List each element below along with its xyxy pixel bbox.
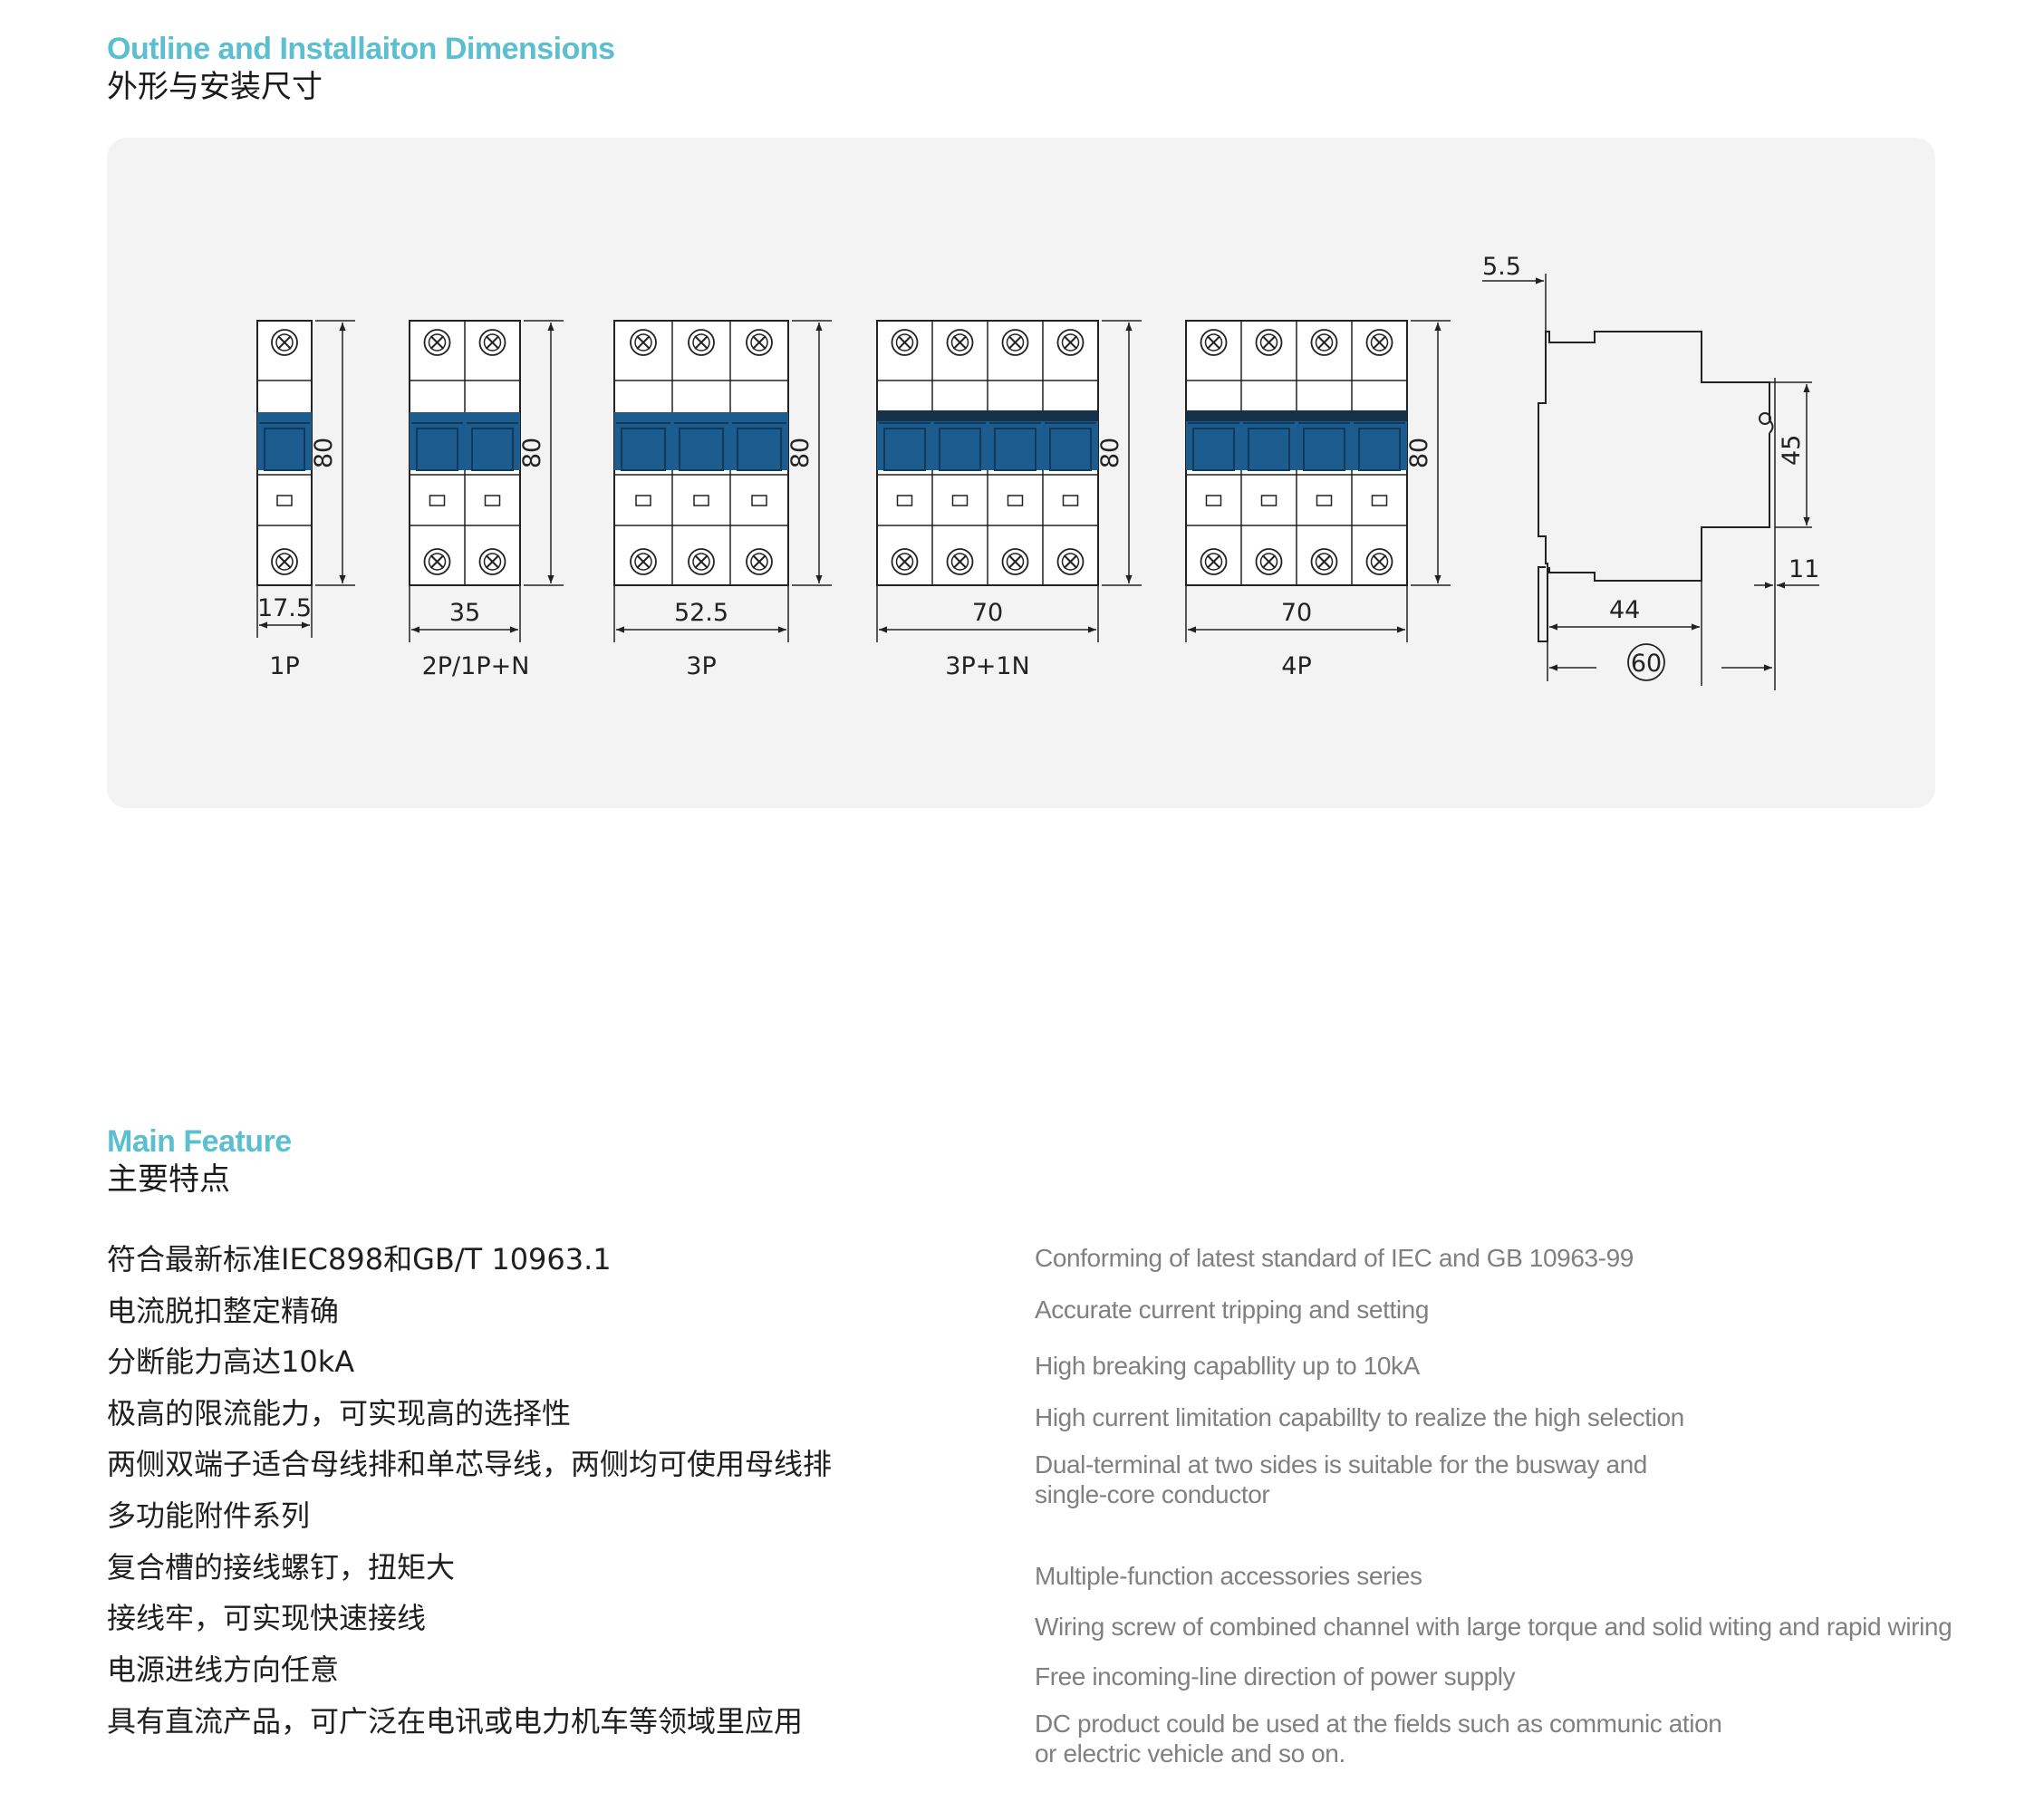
feature-cn-item: 具有直流产品，可广泛在电讯或电力机车等领域里应用: [107, 1704, 804, 1739]
feature-cn-item: 多功能附件系列: [107, 1498, 311, 1533]
width-dimension-label: 52.5: [674, 599, 728, 627]
width-dimension-label: 70: [972, 599, 1003, 627]
pole-type-label: 3P+1N: [945, 652, 1029, 680]
feature-en-item: Free incoming-line direction of power su…: [1035, 1662, 1516, 1691]
pole-type-label: 1P: [269, 652, 299, 680]
features-heading: Main Feature 主要特点: [107, 1123, 292, 1199]
height-dimension-label: 80: [786, 438, 815, 468]
breaker-drawing-1p: 80 17.5 1P: [256, 320, 355, 680]
height-dimension-label: 80: [310, 438, 338, 468]
feature-en-item: High current limitation capabillty to re…: [1035, 1403, 1684, 1431]
height-dimension-label: 80: [1096, 438, 1124, 468]
dimension-drawings-panel: 80 17.5 1P 80 35 2P/1P+N 80 52.5 3P 80 70 3P+1N 80 70…: [107, 138, 1935, 808]
dimension-drawings: 80 17.5 1P 80 35 2P/1P+N 80 52.5 3P 80 70 3P+1N 80 70…: [256, 253, 1819, 690]
width-dimension-label: 70: [1281, 599, 1312, 627]
side-dim-rail-offset: 11: [1788, 555, 1819, 583]
width-dimension-label: 35: [449, 599, 480, 627]
side-dim-top-offset: 5.5: [1482, 253, 1521, 281]
feature-cn-item: 电流脱扣整定精确: [107, 1294, 340, 1328]
feature-cn-item: 接线牢，可实现快速接线: [107, 1601, 427, 1635]
feature-cn-item: 电源进线方向任意: [107, 1652, 340, 1687]
breaker-drawing-3p: 80 52.5 3P: [613, 320, 832, 680]
height-dimension-label: 80: [1405, 438, 1433, 468]
pole-type-label: 3P: [686, 652, 716, 680]
height-dimension-label: 80: [518, 438, 546, 468]
pole-type-label: 2P/1P+N: [422, 652, 530, 680]
feature-en-item: High breaking capabllity up to 10kA: [1035, 1352, 1420, 1380]
feature-en-item: Multiple-function accessories series: [1035, 1562, 1422, 1590]
features-title-cn: 主要特点: [107, 1161, 230, 1198]
feature-en-item: Wiring screw of combined channel with la…: [1035, 1613, 1952, 1641]
side-dim-depth-total: 60: [1631, 650, 1662, 678]
feature-cn-item: 分断能力高达10kA: [107, 1344, 355, 1379]
breaker-drawing-3p-1n: 80 70 3P+1N: [876, 320, 1142, 680]
feature-en-item: DC product could be used at the fields s…: [1035, 1710, 1722, 1768]
side-dim-depth-front: 44: [1609, 596, 1640, 624]
width-dimension-label: 17.5: [257, 594, 312, 622]
pole-type-label: 4P: [1281, 652, 1311, 680]
outline-title-en: Outline and Installaiton Dimensions: [107, 32, 615, 66]
feature-en-item: Dual-terminal at two sides is suitable f…: [1035, 1450, 1647, 1508]
feature-en-item: Accurate current tripping and setting: [1035, 1296, 1430, 1324]
side-view-body: [1545, 331, 1770, 582]
side-dim-rail-height: 45: [1778, 435, 1806, 466]
features-title-en: Main Feature: [107, 1124, 292, 1159]
outline-heading: Outline and Installaiton Dimensions 外形与安…: [107, 31, 615, 107]
feature-cn-item: 复合槽的接线螺钉，扭矩大: [107, 1550, 456, 1585]
feature-cn-item: 极高的限流能力，可实现高的选择性: [107, 1396, 572, 1430]
feature-cn-item: 符合最新标准IEC898和GB/T 10963.1: [107, 1242, 612, 1276]
breaker-drawing-2p-1p-n: 80 35 2P/1P+N: [409, 320, 564, 680]
feature-en-item: Conforming of latest standard of IEC and…: [1035, 1244, 1634, 1272]
side-view-profile: [1538, 337, 1548, 642]
outline-title-cn: 外形与安装尺寸: [107, 69, 323, 105]
side-view-drawing: 5.5 45 11 44 60: [1482, 253, 1819, 690]
feature-cn-item: 两侧双端子适合母线排和单芯导线，两侧均可使用母线排: [107, 1447, 833, 1481]
breaker-drawing-4p: 80 70 4P: [1185, 320, 1451, 680]
